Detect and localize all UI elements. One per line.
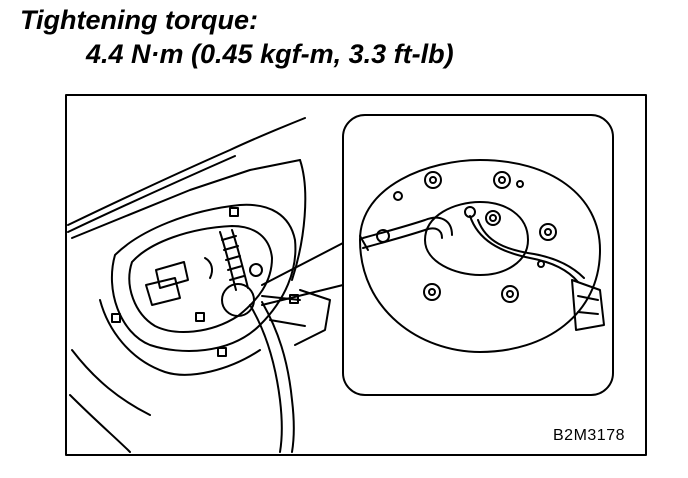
detail-callout — [342, 114, 614, 396]
callout-pointer-bottom — [261, 284, 344, 306]
fuel-pump-plate — [359, 159, 605, 353]
torque-value: 4.4 N·m (0.45 kgf-m, 3.3 ft-lb) — [86, 39, 454, 69]
callout-pointer-top — [261, 242, 344, 286]
torque-heading: Tightening torque: — [20, 5, 258, 35]
vehicle-floor-scene — [67, 117, 331, 453]
figure-frame — [65, 94, 647, 456]
figure-code: B2M3178 — [553, 427, 625, 444]
